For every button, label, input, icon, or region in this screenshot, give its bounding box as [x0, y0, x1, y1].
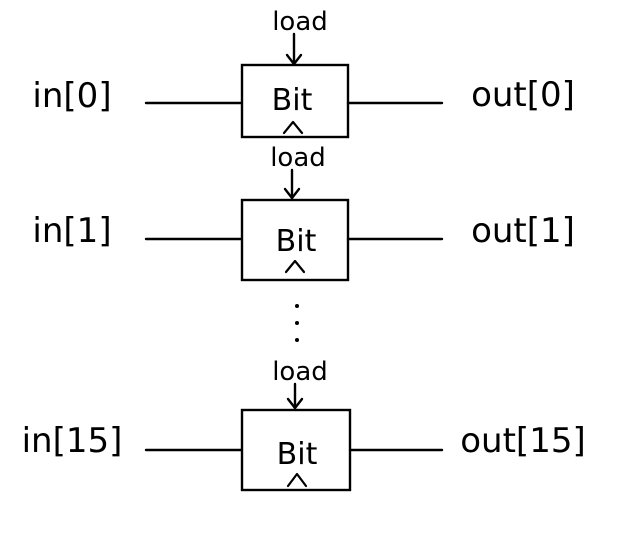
bit-row-1: load in[1] Bit out[1]	[32, 143, 575, 282]
clock-icon	[282, 120, 304, 135]
clock-icon	[286, 472, 308, 488]
load-arrow	[285, 32, 303, 66]
load-arrow	[283, 168, 301, 200]
load-label: load	[272, 357, 328, 387]
clock-icon	[284, 259, 306, 274]
bit-row-0: load in[0] Bit out[0]	[32, 7, 575, 139]
input-label: in[15]	[22, 421, 123, 461]
bit-block-label: Bit	[277, 437, 318, 472]
ellipsis	[295, 304, 299, 342]
bit-row-15: load in[15] Bit out[15]	[22, 357, 586, 492]
bit-block-label: Bit	[272, 83, 313, 118]
load-label: load	[272, 7, 328, 37]
output-label: out[0]	[471, 75, 575, 115]
output-label: out[1]	[471, 211, 575, 251]
input-label: in[1]	[32, 211, 111, 251]
load-label: load	[270, 143, 326, 173]
bit-block-label: Bit	[276, 224, 317, 259]
output-label: out[15]	[460, 421, 585, 461]
load-arrow	[286, 382, 304, 410]
input-label: in[0]	[32, 76, 111, 116]
